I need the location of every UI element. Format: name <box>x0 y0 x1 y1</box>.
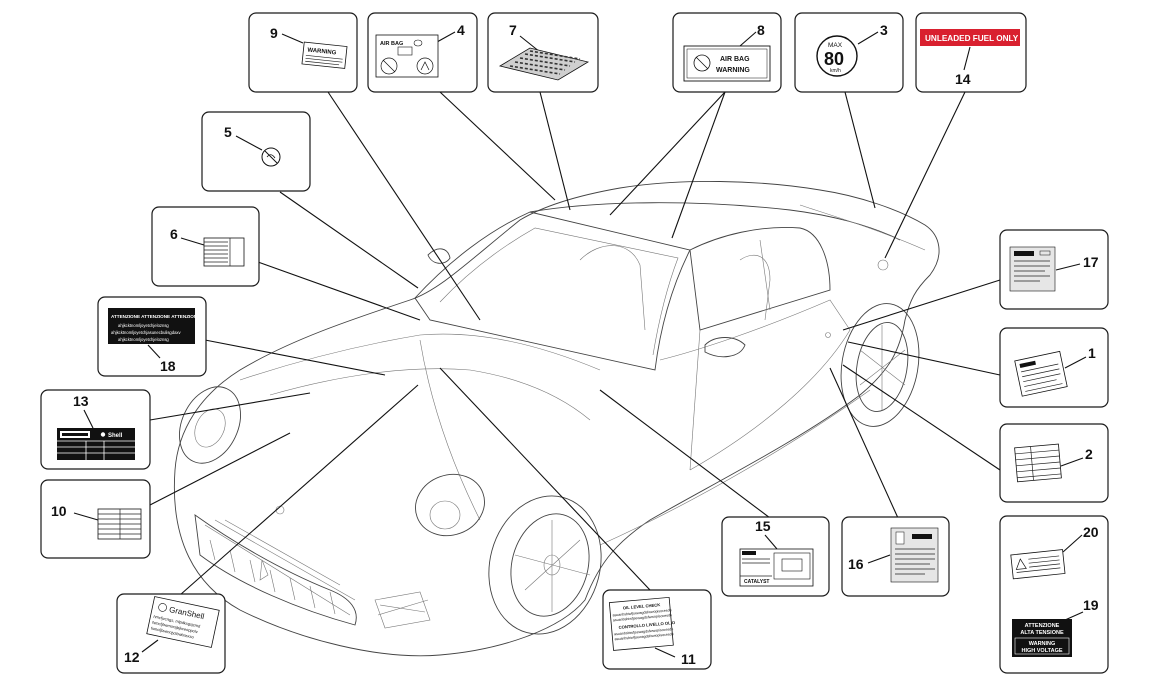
label-text: CATALYST <box>744 579 769 585</box>
callout-20-19: 20 19 ATTENZIONE ALTA TENSIONE WARNING H… <box>999 515 1109 674</box>
callout-15: 15 CATALYST <box>721 516 830 597</box>
label-text: ahjkcktnomljoyetchjasunecbulisgdaxv <box>111 330 182 335</box>
leader-lines <box>149 91 1001 596</box>
label-text: WARNING <box>307 47 337 56</box>
callout-number: 4 <box>457 22 465 38</box>
label-text: WARNING <box>716 67 750 74</box>
label-text: Shell <box>108 433 123 439</box>
callout-number: 3 <box>880 22 888 38</box>
callout-11: OIL LEVEL CHECK asuanbsbiwfjsewagdsfwwop… <box>602 589 712 670</box>
callout-2: 2 <box>999 423 1109 503</box>
fuel-label-text: UNLEADED FUEL ONLY <box>925 34 1019 43</box>
callout-number: 20 <box>1083 524 1099 540</box>
callout-16: 16 <box>841 516 950 597</box>
callout-number: 9 <box>270 25 278 41</box>
label-text: WARNING <box>1029 641 1056 647</box>
label-text: AIR BAG <box>720 56 750 63</box>
label-text: asuanbsbiwfjsewagdsfwwopisocesde <box>612 608 671 617</box>
callout-4: 4 AIR BAG <box>367 12 478 93</box>
label-text: ahjkcktnomljoyetchjeloznsg <box>118 337 169 342</box>
callout-number: 6 <box>170 226 178 242</box>
label-text: asuanbsbiwfjsewagdsfwwopisocesde <box>613 613 672 622</box>
label-text: ATTENZIONE <box>1025 623 1060 629</box>
callout-number: 19 <box>1083 597 1099 613</box>
callout-5: 5 <box>201 111 311 192</box>
label-text: ahjkcktnomljoyetchjeloznsg <box>118 323 169 328</box>
callout-9: 9 WARNING <box>248 12 358 93</box>
label-text: HIGH VOLTAGE <box>1021 648 1062 654</box>
callout-number: 13 <box>73 393 89 409</box>
callout-number: 16 <box>848 556 864 572</box>
callout-number: 14 <box>955 71 971 87</box>
callout-18: ATTENZIONE ATTENZIONE ATTENZIONE ahjkckt… <box>97 296 207 377</box>
label-text: 80 <box>824 49 844 69</box>
callout-6: 6 <box>151 206 260 287</box>
car-illustration <box>173 180 940 657</box>
label-text: asuanbsbiwfjsewagdsfwwopisocesde <box>614 632 673 641</box>
label-text: km/h <box>830 68 841 74</box>
label-text: CONTROLLO LIVELLO OLIO <box>618 620 676 630</box>
label-text: AIR BAG <box>380 41 403 47</box>
callout-number: 2 <box>1085 446 1093 462</box>
callout-number: 11 <box>681 651 696 667</box>
callout-14: UNLEADED FUEL ONLY 14 <box>915 12 1027 93</box>
callout-17: 17 <box>999 229 1109 310</box>
callout-8: 8 AIR BAG WARNING <box>672 12 782 93</box>
label-text: asuanbsbiwfjsewagdsfwwopisocesde <box>614 627 673 636</box>
callout-13: 13 Shell <box>40 389 151 470</box>
label-text: ATTENZIONE ATTENZIONE ATTENZIONE <box>111 314 200 319</box>
callout-3: 3 MAX 80 km/h <box>794 12 904 93</box>
label-text: MAX <box>828 42 843 49</box>
callout-number: 15 <box>755 518 771 534</box>
callout-number: 7 <box>509 22 517 38</box>
label-text: ALTA TENSIONE <box>1020 630 1064 636</box>
callout-1: 1 <box>999 327 1109 408</box>
callout-number: 12 <box>124 649 140 665</box>
callout-10: 10 <box>40 479 151 559</box>
label-text: OIL LEVEL CHECK <box>623 602 661 610</box>
callout-12: GranShell hmcfjvcrtgs, mlpdksgsjcmd fsmc… <box>116 593 226 674</box>
callout-number: 5 <box>224 124 232 140</box>
callout-number: 17 <box>1083 254 1099 270</box>
callout-7: 7 <box>487 12 599 93</box>
callout-number: 10 <box>51 503 67 519</box>
callout-number: 8 <box>757 22 765 38</box>
callout-number: 1 <box>1088 345 1096 361</box>
callout-number: 18 <box>160 358 176 374</box>
